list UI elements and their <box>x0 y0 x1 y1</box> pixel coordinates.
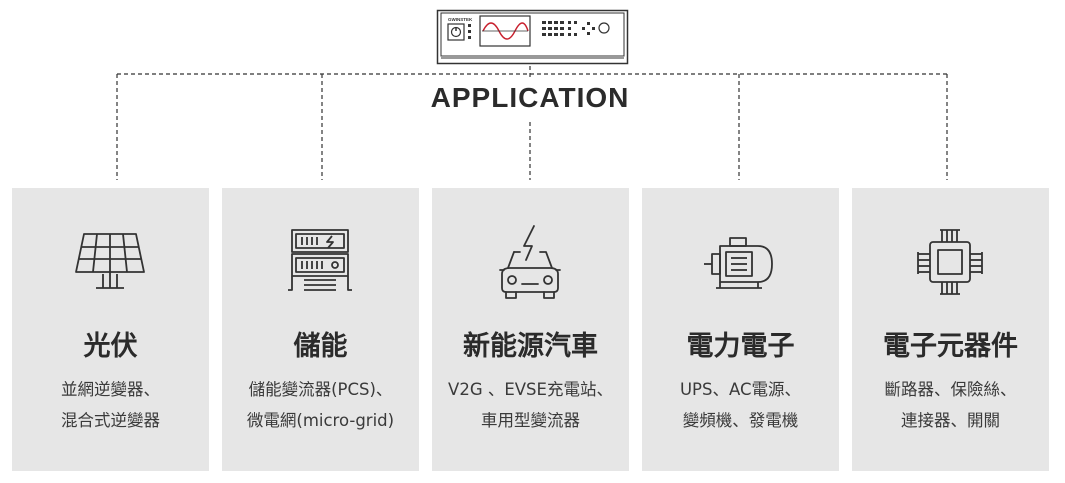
card-description: V2G 、EVSE充電站、 車用型變流器 <box>432 374 629 436</box>
card-desc-line: 並網逆變器、 <box>61 380 160 399</box>
card-title: 儲能 <box>293 331 348 362</box>
card-desc-line: 車用型變流器 <box>481 411 580 430</box>
card-energy-storage: 儲能 儲能變流器(PCS)、 微電網(micro-grid) <box>222 188 419 471</box>
application-title: APPLICATION <box>330 82 730 114</box>
card-desc-line: UPS、AC電源、 <box>679 380 802 399</box>
card-desc-line: 微電網(micro-grid) <box>246 411 395 430</box>
card-electronic-components: 電子元器件 斷路器、保險絲、 連接器、開關 <box>852 188 1049 471</box>
card-title: 電力電子 <box>686 331 795 362</box>
solar-panel-icon <box>75 233 145 289</box>
microchip-icon <box>917 229 983 295</box>
card-title: 光伏 <box>83 331 138 362</box>
card-solar: 光伏 並網逆變器、 混合式逆變器 <box>12 188 209 471</box>
card-desc-line: V2G 、EVSE充電站、 <box>448 380 613 399</box>
card-power-electronics: 電力電子 UPS、AC電源、 變頻機、發電機 <box>642 188 839 471</box>
card-title: 新能源汽車 <box>463 331 598 362</box>
card-desc-line: 變頻機、發電機 <box>682 411 799 430</box>
card-desc-line: 混合式逆變器 <box>61 411 160 430</box>
electric-car-icon <box>499 225 561 299</box>
card-description: 並網逆變器、 混合式逆變器 <box>12 374 209 436</box>
card-desc-line: 斷路器、保險絲、 <box>884 380 1017 399</box>
card-title: 電子元器件 <box>883 331 1018 362</box>
card-description: UPS、AC電源、 變頻機、發電機 <box>642 374 839 436</box>
card-description: 儲能變流器(PCS)、 微電網(micro-grid) <box>222 374 419 436</box>
card-desc-line: 連接器、開關 <box>901 411 1000 430</box>
card-desc-line: 儲能變流器(PCS)、 <box>248 380 393 399</box>
card-description: 斷路器、保險絲、 連接器、開關 <box>852 374 1049 436</box>
card-new-energy-vehicle: 新能源汽車 V2G 、EVSE充電站、 車用型變流器 <box>432 188 629 471</box>
electric-motor-icon <box>704 237 773 289</box>
power-source-device-icon: GWINSTEK <box>436 9 629 65</box>
energy-storage-rack-icon <box>288 229 352 291</box>
device-brand: GWINSTEK <box>448 17 473 22</box>
